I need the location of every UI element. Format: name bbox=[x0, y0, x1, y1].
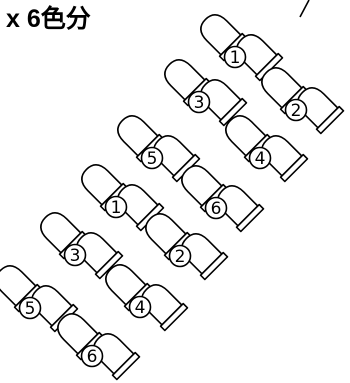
number-badge bbox=[63, 243, 87, 267]
pod-shape bbox=[93, 333, 141, 381]
number-badge bbox=[204, 196, 228, 220]
unit-group: 5 bbox=[117, 115, 201, 183]
unit-group: 4 bbox=[105, 264, 189, 332]
number-badge-label: 6 bbox=[87, 347, 98, 367]
number-badge bbox=[248, 146, 272, 170]
title-text: x 6色分 bbox=[6, 4, 91, 33]
unit-group: 6 bbox=[57, 313, 141, 381]
unit-group: 1 bbox=[200, 14, 284, 82]
number-badge bbox=[80, 344, 104, 368]
unit-group: 1 bbox=[81, 164, 165, 232]
number-badge-label: 5 bbox=[25, 299, 36, 319]
number-badge-label: 4 bbox=[135, 298, 146, 318]
unit-group: 2 bbox=[145, 213, 229, 281]
pod-shape bbox=[297, 87, 345, 135]
unit-group: 5 bbox=[0, 265, 79, 333]
number-badge-label: 3 bbox=[70, 246, 81, 266]
number-badge bbox=[223, 45, 247, 69]
units-layer: 1 3 5 2 4 1 6 3 2 5 4 6 bbox=[0, 14, 345, 381]
number-badge bbox=[284, 98, 308, 122]
number-badge-label: 3 bbox=[194, 93, 205, 113]
number-badge-label: 1 bbox=[230, 48, 241, 68]
unit-group: 4 bbox=[225, 115, 309, 183]
pod-shape bbox=[261, 135, 309, 183]
number-badge bbox=[18, 296, 42, 320]
number-badge-label: 5 bbox=[147, 149, 158, 169]
number-badge-label: 6 bbox=[211, 199, 222, 219]
number-badge bbox=[128, 295, 152, 319]
unit-group: 2 bbox=[261, 67, 345, 135]
unit-group: 6 bbox=[181, 165, 265, 233]
unit-group: 3 bbox=[164, 59, 248, 127]
number-badge-label: 4 bbox=[255, 149, 266, 169]
number-badge bbox=[140, 146, 164, 170]
number-badge-label: 2 bbox=[291, 101, 302, 121]
unit-group: 3 bbox=[40, 212, 124, 280]
number-badge-label: 2 bbox=[175, 247, 186, 267]
number-badge bbox=[104, 195, 128, 219]
leader-line bbox=[299, 0, 310, 18]
number-badge-label: 1 bbox=[111, 198, 122, 218]
number-badge bbox=[168, 244, 192, 268]
pod-shape bbox=[141, 284, 189, 332]
number-badge bbox=[187, 90, 211, 114]
